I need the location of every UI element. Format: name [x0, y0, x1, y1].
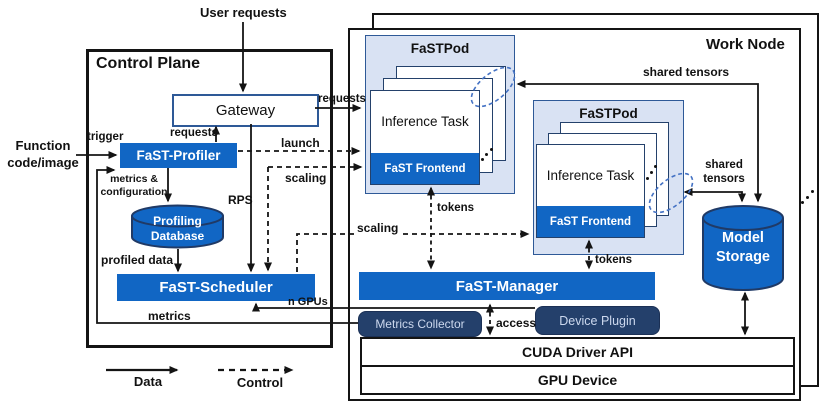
- scaling-upper-label: scaling: [285, 171, 327, 185]
- scaling-lower-label: scaling: [354, 221, 402, 236]
- wire-shared-tensors-pod2: [683, 188, 746, 203]
- access-label: access: [496, 316, 537, 330]
- fast-profiler-label: FaST-Profiler: [136, 148, 221, 163]
- wire-n-gpus: [252, 302, 535, 312]
- pod1-fast-frontend-label: FaST Frontend: [384, 162, 466, 175]
- pod2-fast-frontend[interactable]: FaST Frontend: [537, 206, 644, 237]
- requests-right-label: requests: [318, 93, 366, 105]
- shared-tensors-right-label: shared tensors: [703, 159, 745, 185]
- pod1-task-card-front: Inference Task FaST Frontend: [370, 90, 480, 185]
- control-plane-title: Control Plane: [96, 55, 201, 72]
- n-gpus-label: n GPUs: [288, 296, 328, 308]
- pod2-fast-frontend-label: FaST Frontend: [549, 215, 632, 228]
- work-node-title: Work Node: [706, 36, 785, 53]
- device-plugin-box[interactable]: Device Plugin: [535, 306, 660, 335]
- cuda-driver-api-label: CUDA Driver API: [522, 344, 633, 360]
- device-plugin-label: Device Plugin: [559, 313, 636, 328]
- gpu-device-box: GPU Device: [360, 365, 795, 395]
- fast-manager-box[interactable]: FaST-Manager: [359, 272, 655, 300]
- pod1-tensor-callout: [470, 66, 516, 108]
- fastpod-1-title: FaSTPod: [410, 41, 470, 56]
- function-code-label: Function code/image: [7, 138, 79, 170]
- fast-scheduler-label: FaST-Scheduler: [159, 279, 273, 296]
- launch-label: launch: [281, 136, 320, 150]
- metrics-label: metrics: [148, 309, 191, 323]
- rps-label: RPS: [228, 193, 253, 207]
- metrics-collector-box[interactable]: Metrics Collector: [358, 311, 482, 337]
- tokens-pod1-label: tokens: [437, 202, 475, 214]
- metrics-collector-label: Metrics Collector: [375, 317, 465, 331]
- model-storage-label: Model Storage: [716, 230, 770, 265]
- wire-scaling-pod2: [296, 230, 530, 272]
- wire-metrics: [96, 166, 358, 324]
- fast-profiler-box[interactable]: FaST-Profiler: [120, 143, 237, 168]
- pod1-fast-frontend[interactable]: FaST Frontend: [371, 153, 479, 184]
- tokens-pod2-label: tokens: [595, 254, 633, 266]
- gateway-label: Gateway: [215, 102, 276, 119]
- legend-data-label: Data: [133, 374, 163, 389]
- legend-control-label: Control: [236, 375, 284, 390]
- trigger-label: trigger: [87, 131, 124, 143]
- fast-scheduler-box[interactable]: FaST-Scheduler: [117, 274, 315, 301]
- pod1-ellipsis-dots: [481, 158, 484, 161]
- user-requests-label: User requests: [200, 5, 287, 20]
- profiling-database-cylinder[interactable]: [131, 204, 224, 249]
- pod2-tensor-callout: [648, 172, 694, 214]
- model-storage-cylinder[interactable]: [702, 205, 784, 291]
- more-nodes-ellipsis-dots: [801, 201, 805, 205]
- profiled-data-label: profiled data: [101, 253, 174, 267]
- wire-shared-tensors-pod1: [516, 80, 762, 203]
- requests-up-label: requests: [170, 127, 218, 139]
- profiling-database-label: Profiling Database: [150, 214, 205, 243]
- shared-tensors-top-label: shared tensors: [643, 65, 730, 79]
- metrics-config-label: metrics & configuration: [100, 173, 168, 198]
- gpu-device-label: GPU Device: [537, 372, 618, 388]
- gateway-box[interactable]: Gateway: [172, 94, 319, 127]
- fast-manager-label: FaST-Manager: [455, 277, 559, 295]
- pod1-inference-task-label: Inference Task: [381, 114, 469, 129]
